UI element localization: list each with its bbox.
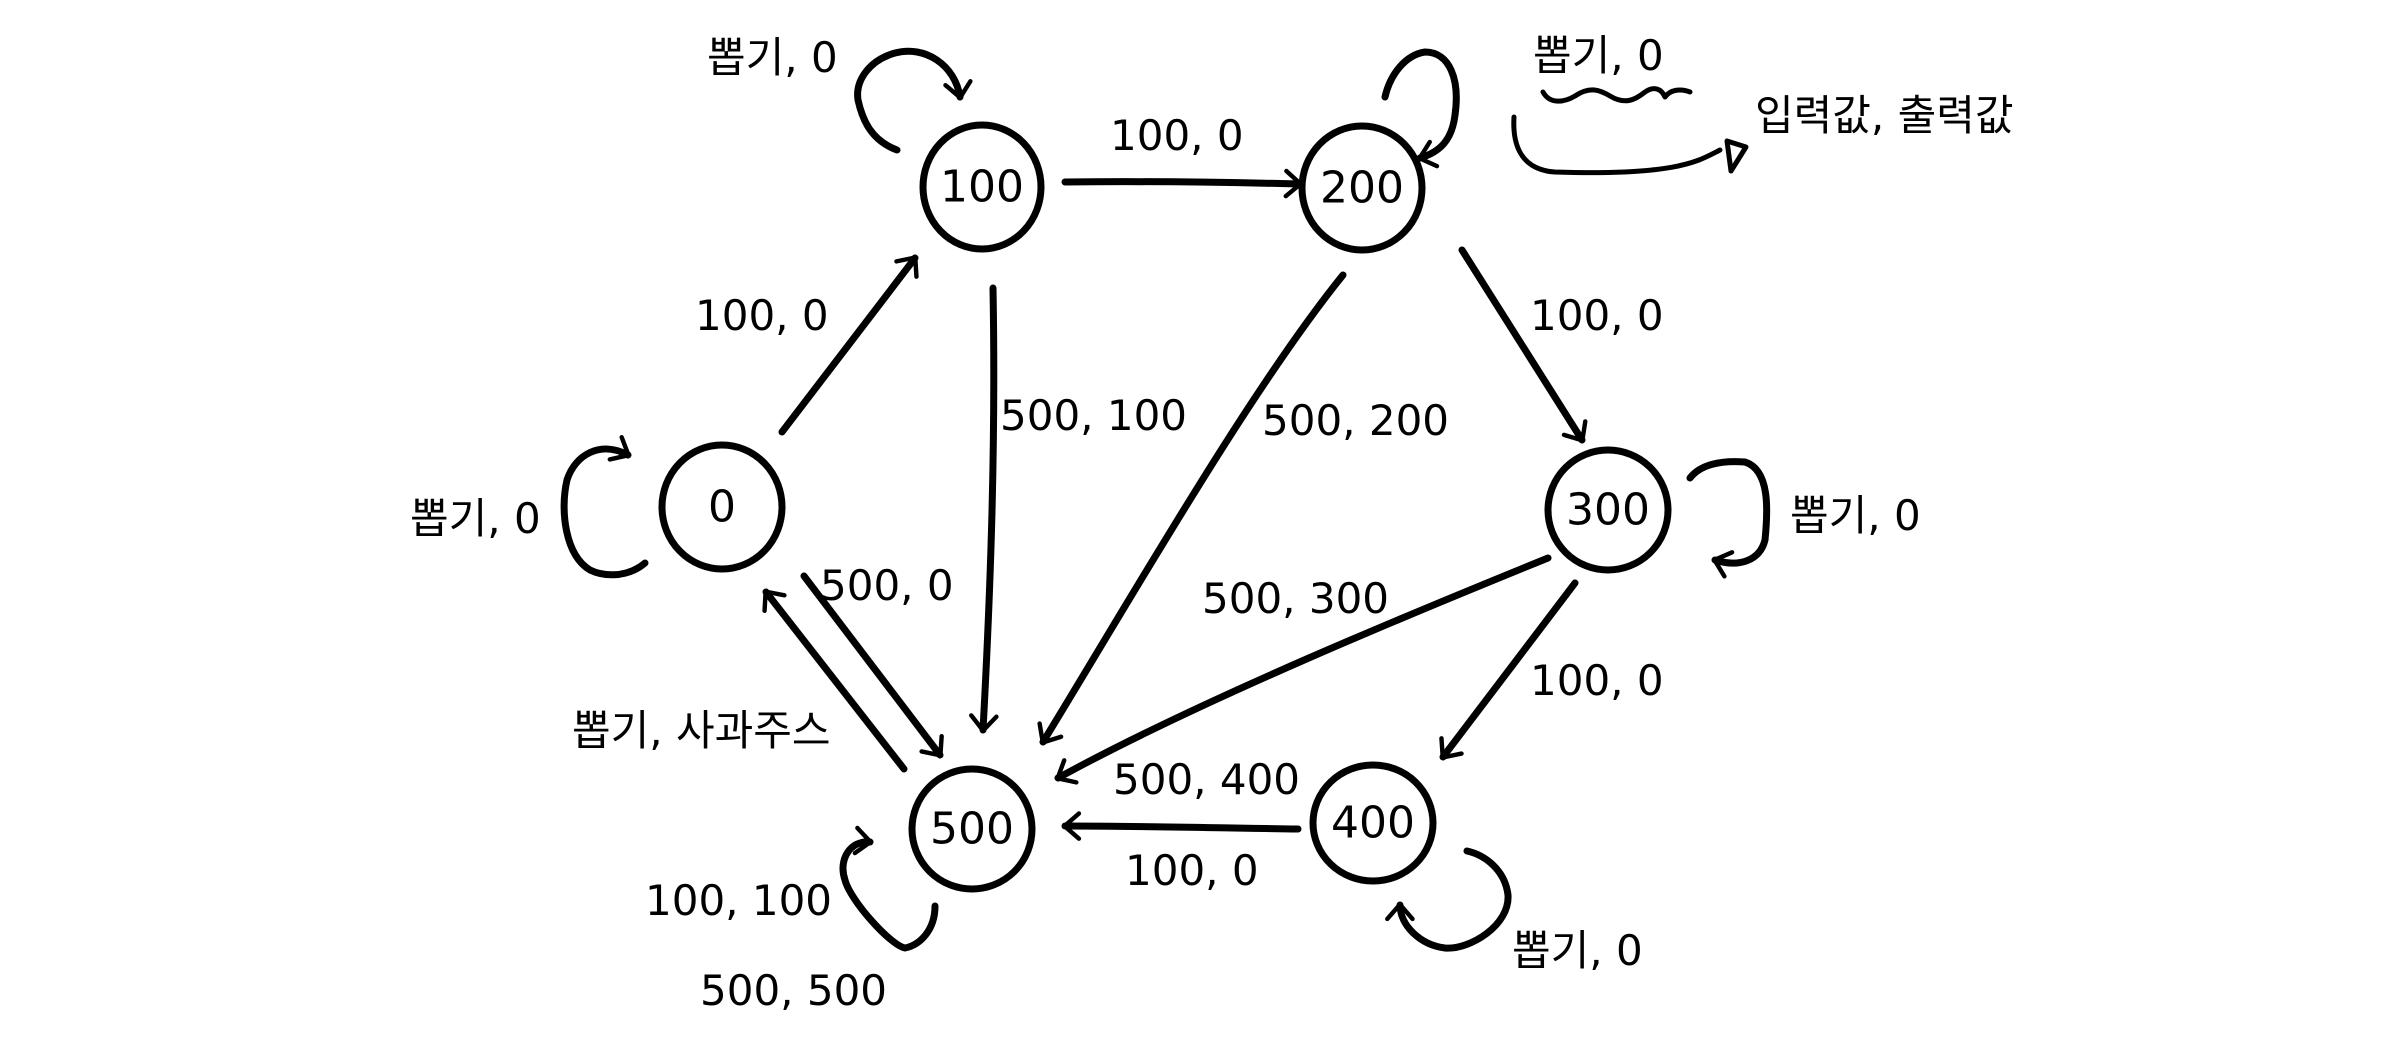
state-node-200[interactable]: 200 <box>1298 122 1426 254</box>
node-label: 500 <box>930 804 1014 855</box>
edge-100-to-500 <box>969 284 999 734</box>
edge-500-to-0 <box>762 588 908 773</box>
edge-200-to-500 <box>1037 271 1347 746</box>
node-label: 100 <box>940 162 1024 213</box>
edge-label-200-500: 500, 200 <box>1262 396 1449 445</box>
edge-label-100-200: 100, 0 <box>1110 111 1244 160</box>
legend-annotation-text: 입력값, 출력값 <box>1755 91 2014 140</box>
node-circle <box>908 765 1036 893</box>
state-node-500[interactable]: 500 <box>908 765 1036 893</box>
edge-200-to-300 <box>1458 246 1588 444</box>
edge-label-300-400: 100, 0 <box>1530 656 1664 705</box>
edge-label-500-0: 뽑기, 사과주스 <box>572 706 831 755</box>
self-loop-label-300: 뽑기, 0 <box>1790 491 1921 540</box>
edge-400-to-500 <box>1061 811 1302 841</box>
state-node-400[interactable]: 400 <box>1309 761 1437 885</box>
node-circle <box>1544 446 1672 574</box>
node-circle <box>1298 122 1426 254</box>
self-loop-label-200: 뽑기, 0 <box>1533 31 1664 80</box>
self-loop-0 <box>560 435 649 579</box>
node-circle <box>1309 761 1437 885</box>
edge-label-400-500-coin500: 500, 400 <box>1113 755 1300 804</box>
edge-100-to-200 <box>1061 168 1304 199</box>
self-loop-label-400: 뽑기, 0 <box>1512 926 1643 975</box>
legend-pointer-arrow <box>1511 114 1723 176</box>
self-loop-labels: 뽑기, 0 뽑기, 0 뽑기, 0 뽑기, 0 뽑기, 0 100, 100 5… <box>410 31 1921 1015</box>
self-loop-label-500-b: 500, 500 <box>700 966 887 1015</box>
edge-label-0-500: 500, 0 <box>820 561 954 610</box>
self-loop-500 <box>839 825 939 952</box>
self-loop-400 <box>1385 847 1512 952</box>
edge-label-300-500: 500, 300 <box>1202 574 1389 623</box>
node-label: 0 <box>708 482 736 533</box>
squiggle-underline <box>1540 86 1693 104</box>
node-circle <box>658 441 786 573</box>
node-label: 300 <box>1566 485 1650 536</box>
self-loop-label-100: 뽑기, 0 <box>707 33 838 82</box>
edge-0-to-100 <box>778 254 919 436</box>
legend: 입력값, 출력값 <box>1511 86 2014 176</box>
state-node-100[interactable]: 100 <box>919 121 1045 253</box>
self-loop-label-500-a: 100, 100 <box>645 876 832 925</box>
edge-300-to-500 <box>1054 554 1552 785</box>
edge-0-to-500 <box>800 572 944 759</box>
legend-arrow-head <box>1724 138 1749 174</box>
node-label: 200 <box>1320 163 1404 214</box>
edge-labels: 100, 0 100, 0 100, 0 100, 0 100, 0 500, … <box>572 111 1664 895</box>
state-node-0[interactable]: 0 <box>658 441 786 573</box>
state-node-300[interactable]: 300 <box>1544 446 1672 574</box>
edge-label-200-300: 100, 0 <box>1530 291 1664 340</box>
self-loop-200 <box>1381 48 1460 169</box>
edges <box>762 168 1588 841</box>
edge-300-to-400 <box>1439 579 1579 761</box>
node-label: 400 <box>1331 798 1415 849</box>
self-loops <box>560 47 1771 952</box>
edge-label-0-100: 100, 0 <box>695 291 829 340</box>
nodes: 0 100 200 300 400 500 <box>658 121 1672 893</box>
self-loop-100 <box>854 47 973 154</box>
self-loop-label-0: 뽑기, 0 <box>410 494 541 543</box>
node-circle <box>919 121 1045 253</box>
edge-label-400-500-coin100: 100, 0 <box>1125 846 1259 895</box>
edge-label-100-500: 500, 100 <box>1000 391 1187 440</box>
self-loop-300 <box>1686 458 1771 579</box>
